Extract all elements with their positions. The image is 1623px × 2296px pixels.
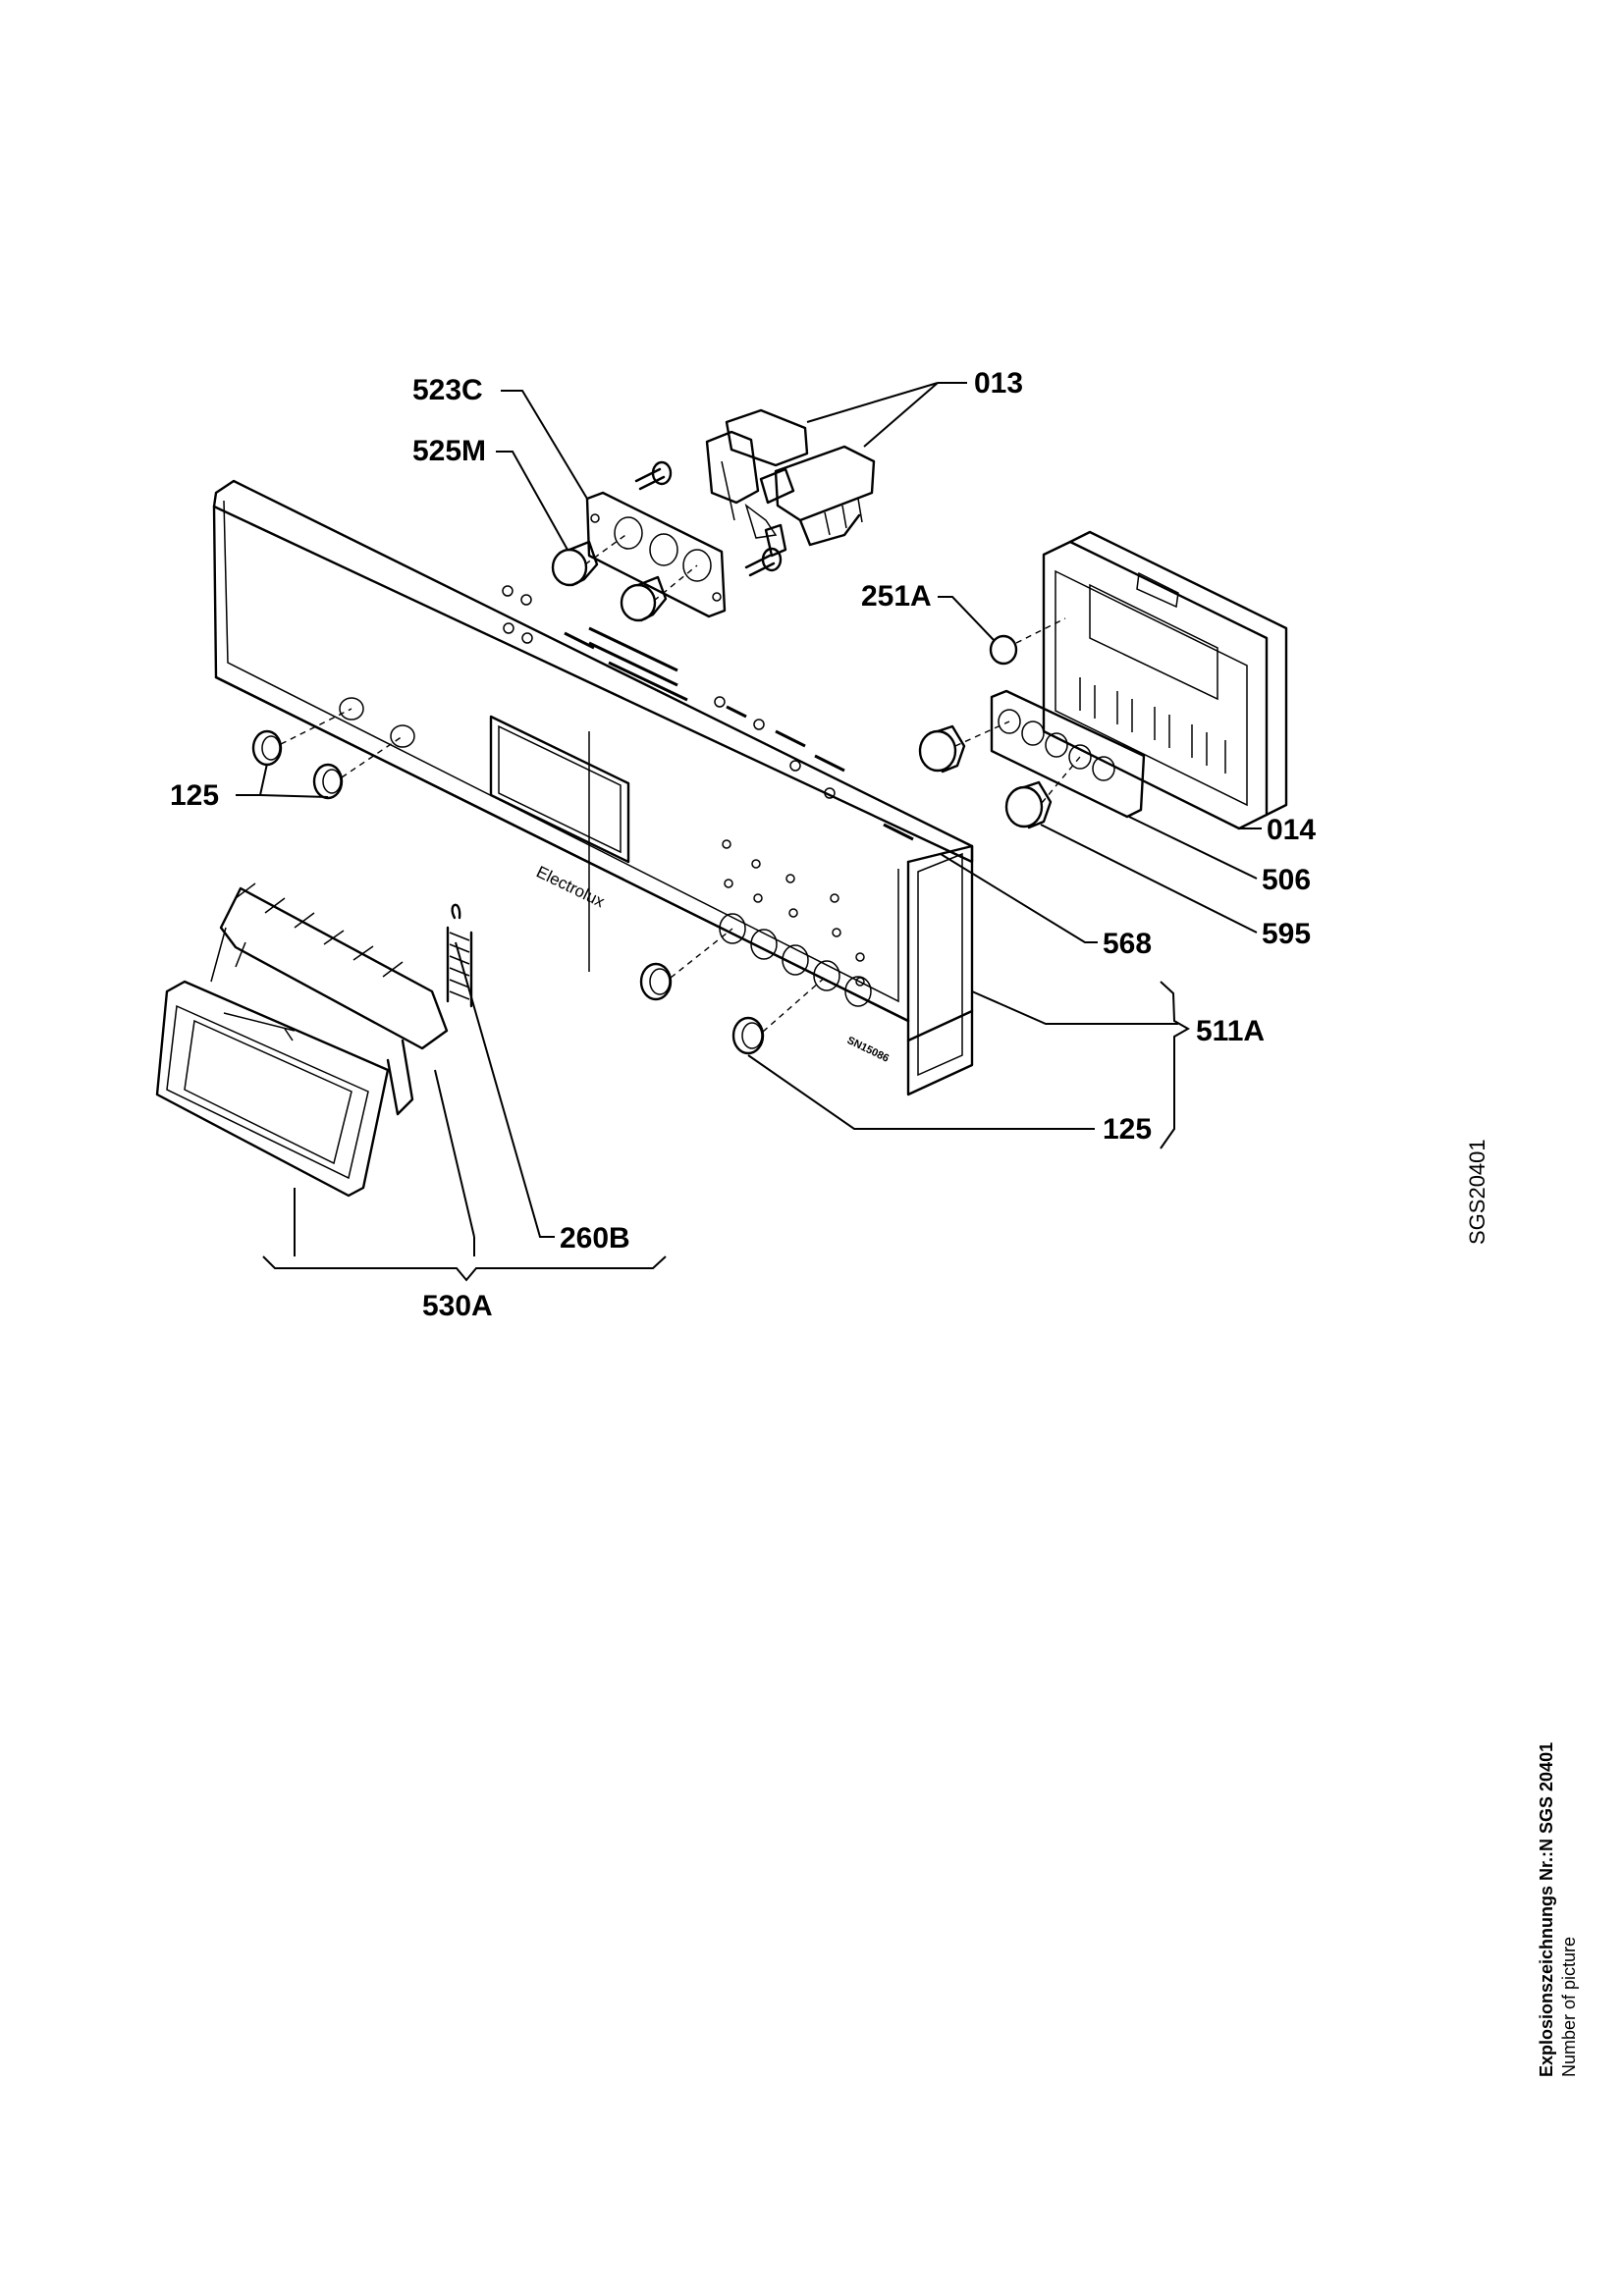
button-strip — [990, 689, 1146, 819]
screw-lower — [744, 547, 783, 577]
drawing-code: SGS20401 — [1465, 1139, 1489, 1245]
knob-upper — [551, 540, 599, 587]
label-595: 595 — [1262, 918, 1311, 950]
label-523c: 523C — [412, 374, 483, 406]
selector-switch-right — [764, 445, 876, 558]
label-530a: 530A — [422, 1290, 493, 1322]
push-button-upper — [918, 724, 966, 774]
brand-logo: Electrolux — [533, 863, 608, 912]
ring-top-left-b — [312, 763, 344, 800]
indicator-lens — [989, 634, 1018, 666]
knob-lower — [620, 575, 668, 622]
label-260b: 260B — [560, 1222, 630, 1255]
leader-lines — [236, 382, 1262, 1256]
handle-frame — [155, 980, 390, 1198]
handle-mechanism — [210, 882, 449, 1116]
ring-top-left-a — [251, 729, 283, 767]
push-button-lower — [1004, 780, 1053, 829]
ring-bottom-a — [639, 962, 673, 1001]
label-014: 014 — [1267, 814, 1316, 846]
label-125-top: 125 — [170, 779, 219, 812]
label-568: 568 — [1103, 928, 1152, 960]
control-panel — [212, 479, 974, 1096]
alignment-lines — [280, 532, 1081, 1033]
label-525m: 525M — [412, 435, 486, 467]
label-251a: 251A — [861, 580, 932, 613]
bracket-530a — [262, 1255, 667, 1282]
footer-title: Explosionszeichnungs Nr.:N SGS 20401 — [1537, 1741, 1556, 2077]
label-125-bottom: 125 — [1103, 1113, 1152, 1146]
label-511a: 511A — [1196, 1015, 1265, 1047]
ring-bottom-b — [731, 1016, 765, 1055]
mounting-bracket — [585, 491, 727, 618]
model-badge: SN15086 — [845, 1035, 891, 1065]
selector-switch-left — [705, 408, 809, 539]
electronic-module — [1042, 530, 1288, 830]
label-506: 506 — [1262, 864, 1311, 896]
bracket-511a — [1160, 981, 1191, 1149]
screw-upper — [634, 460, 673, 491]
footer-subtitle: Number of picture — [1559, 1936, 1579, 2077]
label-013: 013 — [974, 367, 1023, 400]
